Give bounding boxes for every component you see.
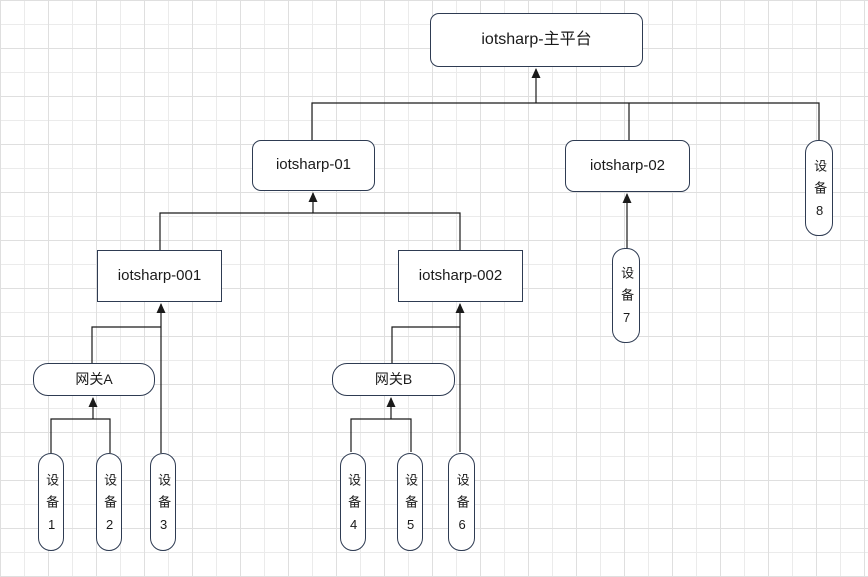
device-2-label: 设备2 [102, 472, 118, 541]
node-iotsharp-02[interactable]: iotsharp-02 [565, 140, 690, 192]
node-gateway-a[interactable]: 网关A [33, 363, 155, 396]
device-6-label: 设备6 [454, 472, 470, 541]
device-5-label: 设备5 [403, 472, 419, 541]
node-device-6[interactable]: 设备6 [448, 453, 475, 551]
device-1-label: 设备1 [44, 472, 60, 541]
iotsharp-01-label: iotsharp-01 [275, 156, 352, 174]
node-gateway-b[interactable]: 网关B [332, 363, 455, 396]
gateway-b-label: 网关B [374, 370, 413, 387]
node-device-8[interactable]: 设备8 [805, 140, 833, 236]
node-platform-main[interactable]: iotsharp-主平台 [430, 13, 643, 67]
device-7-label: 设备7 [619, 266, 635, 334]
node-device-7[interactable]: 设备7 [612, 248, 640, 343]
connector-iotsharp01-bus [159, 212, 461, 250]
platform-main-label: iotsharp-主平台 [481, 31, 592, 49]
gateway-a-label: 网关A [75, 370, 113, 387]
node-device-5[interactable]: 设备5 [397, 453, 423, 551]
node-device-2[interactable]: 设备2 [96, 453, 122, 551]
node-iotsharp-01[interactable]: iotsharp-01 [252, 140, 375, 191]
device-8-label: 设备8 [812, 158, 828, 227]
node-iotsharp-001[interactable]: iotsharp-001 [97, 250, 222, 302]
device-4-label: 设备4 [346, 472, 362, 541]
iotsharp-002-label: iotsharp-002 [418, 266, 503, 284]
iotsharp-001-label: iotsharp-001 [117, 266, 202, 284]
node-device-4[interactable]: 设备4 [340, 453, 366, 551]
connector-iotsharp001-branch [91, 326, 161, 363]
connector-main-bus [311, 102, 820, 140]
device-3-label: 设备3 [156, 472, 172, 541]
node-device-1[interactable]: 设备1 [38, 453, 64, 551]
node-iotsharp-002[interactable]: iotsharp-002 [398, 250, 523, 302]
connector-gatewayB-bus [350, 418, 412, 452]
connector-iotsharp002-branch [391, 326, 460, 363]
connector-gatewayA-bus [50, 418, 111, 453]
node-device-3[interactable]: 设备3 [150, 453, 176, 551]
iotsharp-02-label: iotsharp-02 [589, 156, 666, 174]
